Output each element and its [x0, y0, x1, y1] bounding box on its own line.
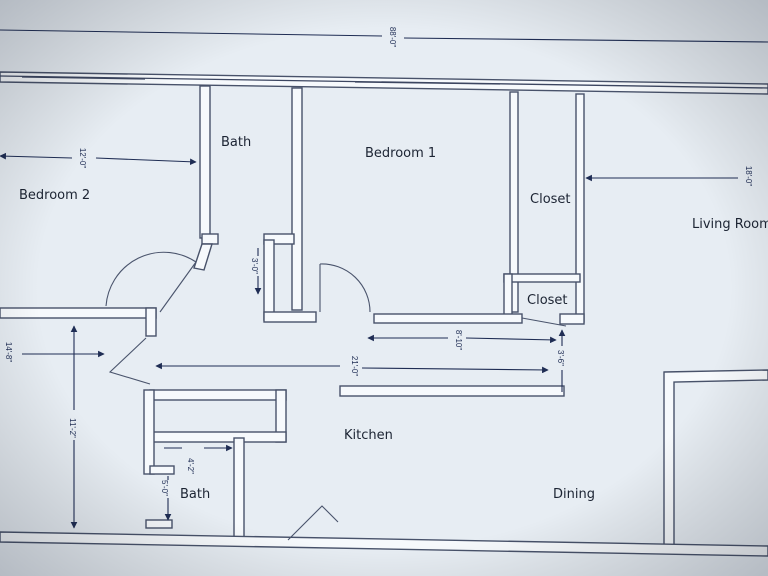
hall-segment-label: 8'-10": [454, 330, 463, 351]
room-label-bedroom-2: Bedroom 2: [19, 188, 90, 203]
closet-depth-label: 3'-6": [556, 350, 565, 366]
exterior-top-wall: [0, 71, 768, 95]
room-label-bath-upper: Bath: [221, 135, 251, 150]
room-label-dining: Dining: [553, 487, 595, 502]
vertical-run-label: 11'-2": [68, 418, 77, 438]
dimension-lines: 12'-0" 18'-0" 3'-0" 21'-0" 8'-10" 3'-6" …: [0, 148, 753, 529]
overall-dimension: 88'-0": [0, 27, 768, 48]
living-room-width-label: 18'-0": [744, 166, 753, 187]
bath-width-label: 4'-2": [186, 458, 195, 474]
room-label-bedroom-1: Bedroom 1: [365, 146, 436, 161]
bath-depth-label: 5'-0": [160, 480, 169, 496]
hall-width-label: 21'-0": [350, 356, 359, 377]
bath-door-gap-label: 3'-0": [250, 258, 259, 274]
room-label-closet-lower: Closet: [527, 293, 568, 308]
room-label-living-room: Living Room: [692, 217, 768, 232]
left-depth-label: 14'-8": [4, 342, 13, 363]
room-label-bath-lower: Bath: [180, 487, 210, 502]
bedroom-2-width-label: 12'-0": [78, 148, 87, 169]
room-label-kitchen: Kitchen: [344, 428, 393, 443]
room-label-closet-upper: Closet: [530, 192, 571, 207]
overall-width-label: 88'-0": [388, 27, 397, 48]
